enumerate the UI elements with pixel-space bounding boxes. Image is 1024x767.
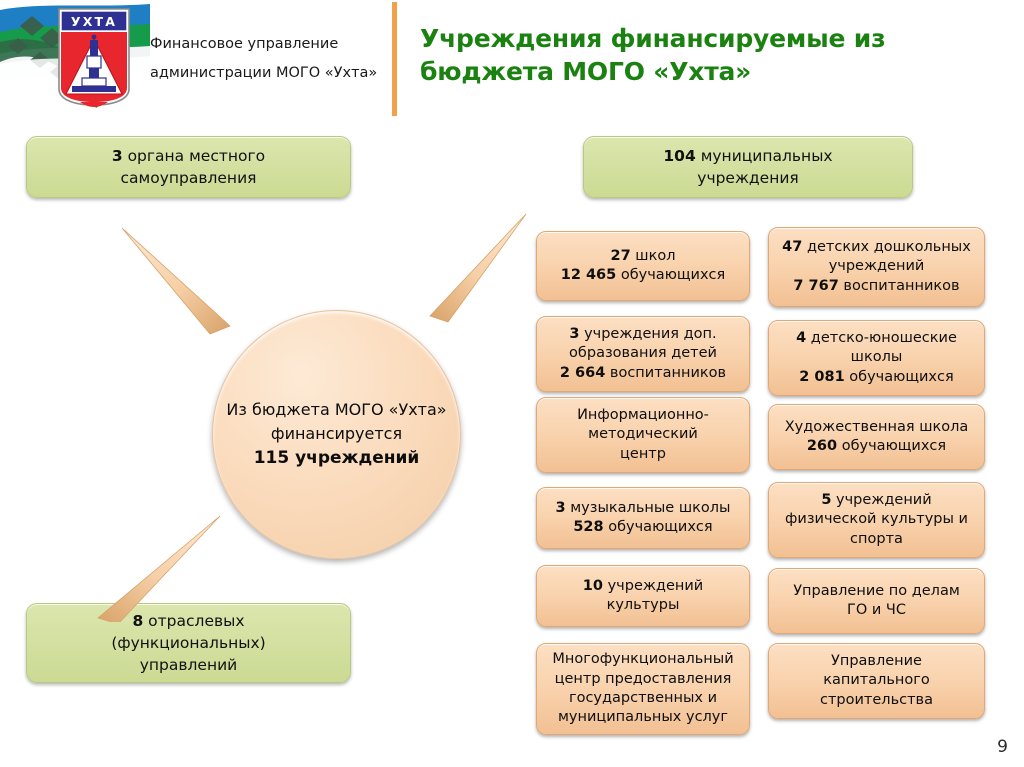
obox-l6-line1: Многофункциональный — [552, 651, 734, 668]
obox-l5-line1: 10 учреждений — [582, 577, 704, 594]
cone-arrow-bottom-left-icon — [97, 515, 221, 622]
obox-r6-line2: капитального — [823, 672, 930, 689]
obox-r1-line3: 7 767 воспитанников — [793, 277, 960, 294]
box-multifunctional-center: Многофункциональный центр предоставления… — [536, 643, 750, 735]
obox-l4-line1: 3 музыкальные школы — [555, 499, 731, 516]
obox-r4-line1: 5 учреждений — [821, 491, 932, 508]
box-methodical-center: Информационно- методический центр — [536, 397, 750, 473]
page-title-line1: Учреждения финансируемые из — [420, 24, 886, 53]
obox-l2-line3: 2 664 воспитанников — [559, 364, 727, 381]
box-schools: 27 школ 12 465 обучающихся — [536, 231, 750, 301]
obox-r2-line3: 2 081 обучающихся — [799, 368, 954, 385]
obox-r5-line1: Управление по делам — [793, 582, 960, 599]
obox-l1-line2: 12 465 обучающихся — [560, 267, 726, 283]
obox-r2-line1: 4 детско-юношеские — [796, 329, 957, 346]
organization-title: Финансовое управление администрации МОГО… — [150, 30, 390, 88]
org-title-line1: Финансовое управление — [150, 36, 339, 52]
cone-arrow-top-right-icon — [429, 213, 527, 323]
obox-l6-line3: государственных и — [568, 690, 718, 706]
box-local-government: 3 органа местного самоуправления — [26, 136, 351, 198]
page-title-line2: бюджета МОГО «Ухта» — [420, 57, 752, 86]
box-culture-institutions: 10 учреждений культуры — [536, 565, 750, 627]
box-municipal-institutions: 104 муниципальных учреждения — [583, 136, 913, 198]
obox-l5-line2: культуры — [606, 597, 680, 613]
slide-header: УХТА Финансовое управление администрации… — [0, 0, 1024, 118]
branch-text: отраслевых — [148, 612, 245, 630]
municipal-text: муниципальных — [700, 147, 833, 165]
coat-of-arms-shield-icon: УХТА — [58, 8, 130, 107]
branch-text3: управлений — [139, 656, 238, 674]
box-preschool-institutions: 47 детских дошкольных учреждений 7 767 в… — [768, 227, 985, 307]
circle-line1: Из бюджета МОГО «Ухта» — [226, 399, 447, 419]
obox-r6-line1: Управление — [831, 652, 922, 669]
local-gov-text2: самоуправления — [120, 169, 257, 187]
obox-l4-line2: 528 обучающихся — [573, 519, 713, 535]
obox-l3-line1: Информационно- — [577, 406, 709, 423]
local-gov-text: органа местного — [127, 147, 266, 165]
obox-r3-line2: 260 обучающихся — [806, 438, 947, 454]
box-music-schools: 3 музыкальные школы 528 обучающихся — [536, 487, 750, 549]
obox-l2-line1: 3 учреждения доп. — [569, 325, 717, 342]
circle-line2: финансируется — [270, 423, 403, 443]
branch-number: 8 — [132, 612, 144, 630]
box-art-school: Художественная школа 260 обучающихся — [768, 404, 985, 470]
obox-r2-line2: школы — [850, 349, 903, 366]
ukhta-logo: УХТА — [0, 0, 150, 116]
obox-l3-line2: методический — [588, 426, 698, 443]
org-title-line2: администрации МОГО «Ухта» — [150, 65, 378, 81]
obox-r1-line1: 47 детских дошкольных — [782, 238, 971, 255]
central-budget-circle: Из бюджета МОГО «Ухта» финансируется 115… — [212, 310, 461, 559]
municipal-text2: учреждения — [697, 169, 799, 187]
obox-l1-line1: 27 школ — [610, 247, 676, 264]
header-divider — [392, 2, 397, 116]
obox-r4-line3: спорта — [850, 530, 903, 547]
page-title: Учреждения финансируемые из бюджета МОГО… — [420, 22, 1000, 88]
box-youth-sport-schools: 4 детско-юношеские школы 2 081 обучающих… — [768, 320, 985, 396]
branch-text2: (функциональных) — [111, 634, 266, 652]
local-gov-number: 3 — [111, 147, 123, 165]
obox-l6-line2: центр предоставления — [554, 670, 732, 687]
box-supplementary-education: 3 учреждения доп. образования детей 2 66… — [536, 316, 750, 392]
box-physical-culture-institutions: 5 учреждений физической культуры и спорт… — [768, 482, 985, 558]
obox-l3-line3: центр — [620, 445, 666, 462]
municipal-number: 104 — [663, 147, 696, 165]
obox-r5-line2: ГО и ЧС — [847, 602, 906, 618]
obox-r3-line1: Художественная школа — [784, 418, 969, 435]
obox-r1-line2: учреждений — [828, 258, 925, 275]
coat-banner-text: УХТА — [71, 14, 117, 29]
obox-l2-line2: образования детей — [569, 345, 717, 362]
box-civil-defense-department: Управление по делам ГО и ЧС — [768, 568, 985, 634]
box-capital-construction-department: Управление капитального строительства — [768, 643, 985, 719]
circle-line3: 115 учреждений — [253, 447, 420, 468]
page-number: 9 — [997, 737, 1008, 757]
obox-r4-line2: физической культуры и — [785, 511, 968, 528]
obox-r6-line3: строительства — [820, 691, 933, 708]
obox-l6-line4: муниципальных услуг — [557, 709, 729, 726]
cone-arrow-top-left-icon — [121, 227, 231, 335]
box-branch-departments: 8 отраслевых (функциональных) управлений — [26, 603, 351, 683]
